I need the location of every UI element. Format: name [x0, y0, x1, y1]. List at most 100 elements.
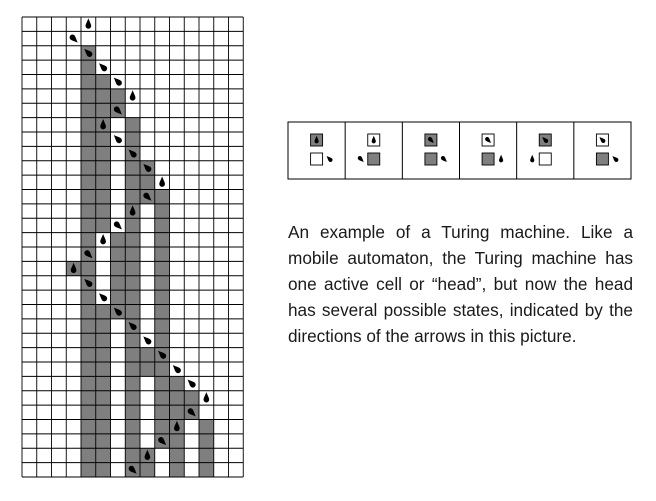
gray-cell: [140, 347, 155, 362]
gray-cell: [95, 333, 111, 348]
head-arrow-icon: [187, 379, 196, 388]
gray-cell: [81, 376, 96, 391]
rule-output-cell: [367, 152, 381, 166]
gray-cell: [199, 462, 214, 477]
head-arrow-icon: [158, 437, 167, 446]
head-arrow-icon: [174, 420, 180, 432]
gray-cell: [125, 333, 140, 348]
gray-cell: [125, 304, 140, 319]
rule-output-head-icon: [357, 156, 364, 163]
gray-cell: [125, 433, 140, 449]
head-arrow-icon: [70, 262, 77, 274]
gray-cell: [81, 261, 96, 276]
gray-cell: [154, 189, 170, 204]
gray-cell: [81, 175, 96, 190]
gray-cell: [154, 261, 170, 276]
rule-output-cell: [310, 152, 324, 166]
gray-cell: [81, 218, 96, 233]
rule-output-head-icon: [612, 155, 619, 162]
head-arrow-icon: [69, 34, 78, 43]
gray-cell: [81, 74, 96, 89]
gray-cell: [95, 347, 111, 362]
gray-cell: [110, 275, 126, 291]
gray-cell: [81, 189, 96, 204]
rule-input-head-icon: [371, 135, 376, 144]
gray-cell: [154, 405, 170, 420]
gray-cell: [125, 275, 140, 291]
gray-cell: [81, 448, 96, 463]
gray-cell: [95, 74, 111, 89]
head-arrow-icon: [159, 176, 165, 187]
head-arrow-icon: [172, 365, 181, 374]
gray-cell: [154, 318, 170, 334]
gray-cell: [154, 362, 170, 377]
head-arrow-icon: [113, 135, 122, 144]
head-arrow-icon: [84, 250, 93, 259]
head-arrow-icon: [113, 106, 122, 115]
gray-cell: [95, 462, 111, 477]
gray-cell: [110, 247, 126, 262]
gray-cell: [154, 275, 170, 291]
rule-input-head-icon: [542, 136, 549, 143]
rule-input-head-icon: [314, 135, 319, 144]
gray-cell: [81, 103, 96, 118]
gray-cell: [110, 261, 126, 276]
gray-cell: [154, 218, 170, 233]
gray-cell: [125, 405, 140, 420]
gray-cell: [95, 189, 111, 204]
gray-cell: [95, 218, 111, 233]
gray-cell: [81, 304, 96, 319]
head-arrow-icon: [113, 307, 122, 316]
gray-cell: [125, 232, 140, 247]
gray-cell: [95, 448, 111, 463]
head-arrow-icon: [144, 449, 151, 460]
head-arrow-icon: [84, 278, 93, 287]
gray-cell: [125, 448, 140, 463]
rule-output-cell: [595, 152, 609, 166]
rule-output-cell: [538, 152, 552, 166]
gray-cell: [95, 376, 111, 391]
gray-cell: [81, 132, 96, 147]
gray-cell: [81, 419, 96, 434]
gray-cell: [81, 117, 96, 132]
gray-cell: [95, 304, 111, 319]
gray-cell: [169, 433, 185, 449]
gray-cell: [95, 88, 111, 104]
head-arrow-icon: [203, 392, 210, 403]
rule-output-head-icon: [498, 154, 504, 163]
gray-cell: [199, 419, 214, 434]
gray-cell: [81, 160, 96, 176]
gray-cell: [140, 175, 155, 190]
rule-input-head-icon: [485, 137, 492, 144]
gray-cell: [125, 160, 140, 176]
gray-cell: [154, 390, 170, 406]
gray-cell: [95, 390, 111, 406]
head-arrow-icon: [100, 234, 106, 245]
rule-panel: [459, 122, 504, 179]
head-arrow-icon: [99, 293, 108, 302]
gray-cell: [154, 247, 170, 262]
head-arrow-icon: [143, 336, 152, 345]
gray-cell: [95, 103, 111, 118]
gray-cell: [125, 132, 140, 147]
gray-cell: [184, 390, 199, 406]
head-arrow-icon: [99, 63, 108, 72]
gray-cell: [169, 462, 185, 477]
gray-cell: [81, 433, 96, 449]
grid-lines: [21, 16, 244, 478]
gray-cell: [81, 88, 96, 104]
gray-cell: [125, 175, 140, 190]
gray-cell: [154, 232, 170, 247]
gray-cell: [169, 405, 185, 420]
gray-cell: [140, 362, 155, 377]
gray-cell: [81, 290, 96, 305]
figure-caption: An example of a Turing machine. Like a m…: [288, 222, 633, 346]
gray-cell: [154, 304, 170, 319]
gray-cell: [169, 448, 185, 463]
rule-output-head-icon: [326, 155, 333, 162]
head-positions: [69, 18, 210, 474]
gray-cell: [81, 318, 96, 334]
head-arrow-icon: [84, 48, 93, 57]
